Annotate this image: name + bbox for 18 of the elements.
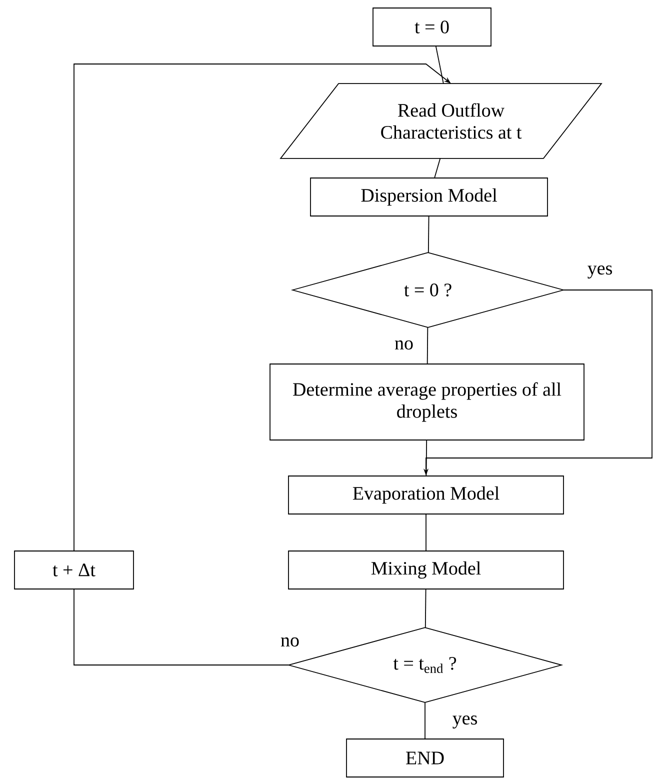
edge-label: no bbox=[394, 339, 414, 351]
connector bbox=[428, 216, 430, 253]
start-box: t = 0 bbox=[372, 8, 492, 46]
connector bbox=[426, 327, 428, 364]
end-box: END bbox=[346, 738, 504, 778]
process-box: Determine average properties of all droplets bbox=[270, 364, 584, 440]
connector bbox=[434, 158, 441, 178]
process-box: t + Δt bbox=[14, 550, 134, 590]
connector bbox=[424, 589, 426, 628]
edge-label: yes bbox=[451, 714, 479, 730]
connector bbox=[74, 589, 289, 666]
process-box: Evaporation Model bbox=[288, 476, 564, 514]
process-box: Mixing Model bbox=[288, 550, 564, 590]
process-box: Dispersion Model bbox=[310, 178, 548, 216]
connector bbox=[435, 46, 444, 84]
connector bbox=[426, 440, 428, 476]
connector bbox=[424, 702, 426, 739]
edge-label: yes bbox=[586, 264, 614, 280]
